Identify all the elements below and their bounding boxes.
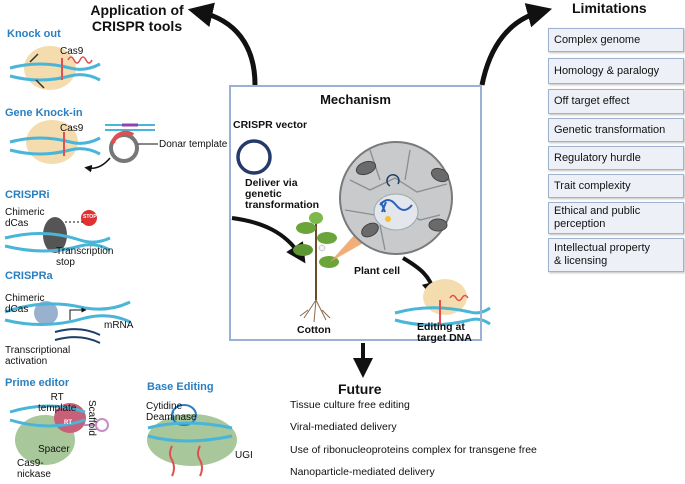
future-item: Use of ribonucleoproteins complex for tr…	[290, 444, 537, 456]
future-item: Tissue culture free editing	[290, 399, 410, 411]
base-editing-illustration	[147, 404, 237, 477]
future-title: Future	[338, 381, 382, 397]
limitation-item: Intellectual property & licensing	[548, 238, 684, 272]
limitation-item: Genetic transformation	[548, 118, 684, 142]
limitations-title: Limitations	[572, 0, 647, 16]
editing-target-label: Editing at target DNA	[417, 321, 472, 344]
crispra-note: Transcriptional activation	[5, 345, 71, 367]
cotton-label: Cotton	[297, 324, 331, 336]
limitation-item: Trait complexity	[548, 174, 684, 198]
editing-target-dna-illustration	[394, 279, 491, 327]
limitation-item: Homology & paralogy	[548, 58, 684, 84]
knockout-cas9-label: Cas9	[60, 46, 84, 57]
plant-cell-label: Plant cell	[354, 265, 401, 277]
crispri-heading: CRISPRi	[5, 189, 50, 201]
scaffold-label: Scaffold	[86, 400, 97, 436]
crispra-heading: CRISPRa	[5, 270, 53, 282]
cotton-plant-illustration	[293, 212, 339, 323]
mechanism-title: Mechanism	[320, 92, 391, 107]
mechanism-box	[229, 85, 482, 341]
future-item: Viral-mediated delivery	[290, 421, 397, 433]
crispri-note: Transcription stop	[56, 246, 114, 268]
crispri-dcas-label: Chimeric dCas	[5, 207, 45, 229]
cas9-nickase-label: Cas9- nickase	[17, 458, 51, 480]
knockin-illustration	[9, 120, 158, 173]
donor-template-label: Donar template	[159, 139, 228, 150]
knockin-cas9-label: Cas9	[60, 123, 84, 134]
base-editing-heading: Base Editing	[147, 381, 214, 393]
mrna-label: mRNA	[104, 320, 134, 331]
knockin-heading: Gene Knock-in	[5, 107, 83, 119]
crispra-dcas-label: Chimeric dCas	[5, 293, 45, 315]
plant-cell-illustration	[339, 141, 453, 255]
stop-sign-label: STOP	[83, 214, 97, 220]
limitation-item: Off target effect	[548, 89, 684, 114]
ugi-label: UGI	[235, 450, 253, 461]
arrow-to-applications	[187, 2, 258, 86]
arrow-to-limitations	[479, 3, 553, 86]
spacer-label: Spacer	[38, 444, 70, 455]
deliver-label: Deliver via genetic transformation	[245, 177, 320, 211]
crispr-vector-plasmid	[236, 139, 272, 175]
rt-label: RT	[64, 420, 72, 426]
applications-title: Application of CRISPR tools	[90, 2, 184, 34]
limitation-item: Regulatory hurdle	[548, 146, 684, 170]
knockout-illustration	[9, 46, 101, 90]
prime-editor-illustration	[9, 403, 109, 465]
crispri-illustration	[4, 210, 111, 253]
rt-template-label: RT template	[38, 392, 77, 414]
knockout-heading: Knock out	[7, 28, 61, 40]
crispr-vector-label: CRISPR vector	[233, 119, 308, 131]
future-item: Nanoparticle-mediated delivery	[290, 466, 435, 478]
limitation-item: Ethical and public perception	[548, 202, 684, 234]
deaminase-label: Cytidine Deaminase	[146, 401, 197, 423]
crispra-illustration	[4, 300, 131, 344]
prime-editor-heading: Prime editor	[5, 377, 70, 389]
limitation-item: Complex genome	[548, 28, 684, 52]
